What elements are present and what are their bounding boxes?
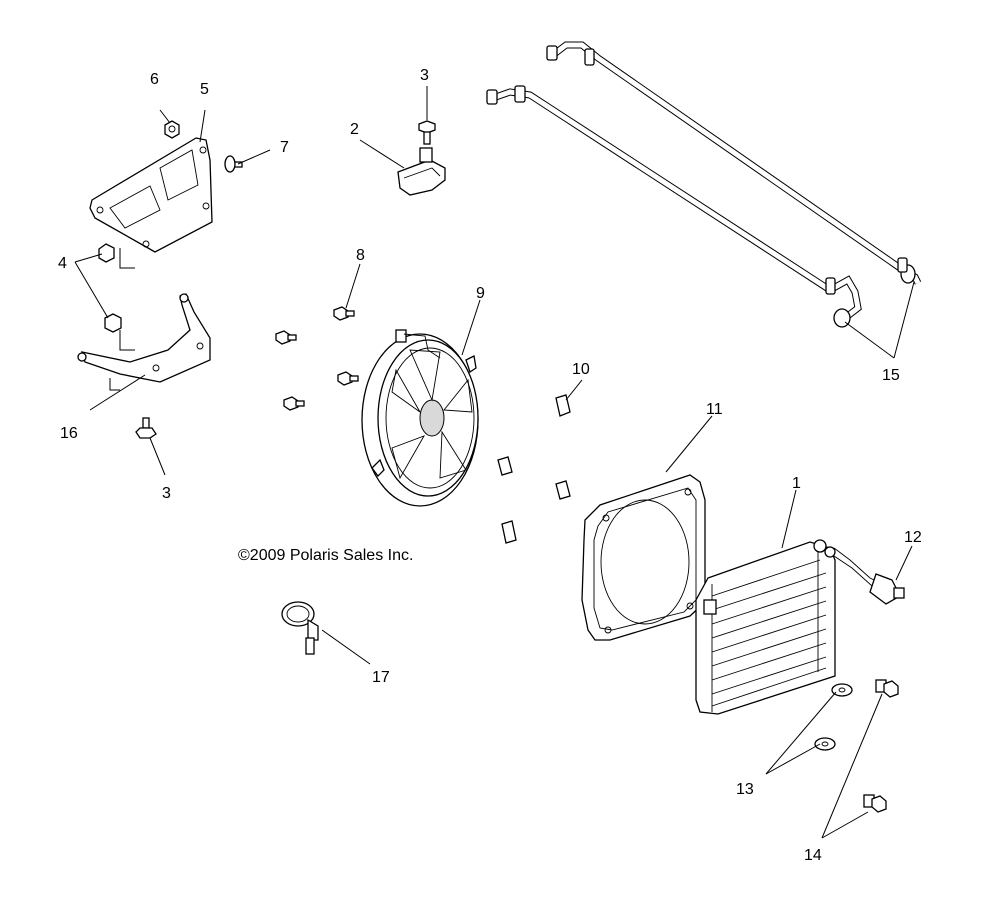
push-rivet-7 [224, 155, 243, 173]
callout-5: 5 [200, 81, 209, 98]
cooling-fan [361, 329, 479, 507]
bolt-3-upper [418, 120, 436, 145]
callout-13: 13 [736, 781, 754, 798]
hose-clip-2 [397, 147, 446, 196]
callout-9: 9 [476, 285, 485, 302]
callout-2: 2 [350, 121, 359, 138]
oil-cooler [695, 539, 836, 715]
washers-13 [814, 683, 853, 751]
mounting-bracket-plate [89, 137, 213, 253]
callout-16: 16 [60, 425, 78, 442]
callout-labels: 6 5 7 3 2 4 16 3 8 9 10 11 1 12 15 13 14… [58, 67, 922, 864]
callout-8: 8 [356, 247, 365, 264]
clips-10 [497, 394, 571, 544]
bolts-14 [863, 679, 899, 813]
callout-1: 1 [792, 475, 801, 492]
callout-12: 12 [904, 529, 922, 546]
nut-6 [164, 120, 180, 139]
nuts-4 [98, 243, 122, 333]
fan-shroud [581, 474, 706, 641]
callout-6: 6 [150, 71, 159, 88]
callout-4: 4 [58, 255, 67, 272]
leader-lines [74, 86, 915, 839]
coolant-tubes [486, 41, 922, 328]
callout-14: 14 [804, 847, 822, 864]
callout-3-lower: 3 [162, 485, 171, 502]
screws-8 [275, 306, 359, 411]
lower-bracket [77, 293, 211, 383]
callout-15: 15 [882, 367, 900, 384]
hose-clamp-17 [281, 601, 319, 655]
copyright-notice: ©2009 Polaris Sales Inc. [238, 547, 413, 564]
bolt-3-lower [135, 417, 157, 439]
callout-17: 17 [372, 669, 390, 686]
wiring-connector [833, 547, 905, 605]
callout-11: 11 [706, 401, 723, 418]
callout-10: 10 [572, 361, 590, 378]
callout-7: 7 [280, 139, 289, 156]
callout-3-upper: 3 [420, 67, 429, 84]
